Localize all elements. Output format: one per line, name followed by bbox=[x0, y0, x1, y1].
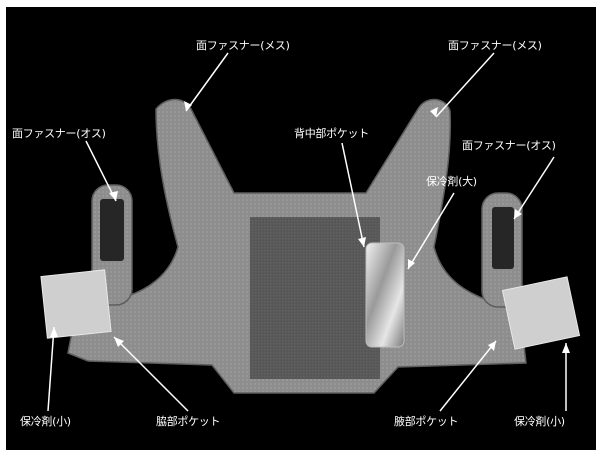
ice-pack-large bbox=[366, 243, 404, 347]
arrow-male-right bbox=[514, 157, 554, 219]
arrow-ice-small-left bbox=[48, 327, 54, 411]
arrow-female-right bbox=[436, 53, 494, 117]
label-back-pocket: 背中部ポケット bbox=[294, 125, 369, 141]
label-ice-pack-small-right: 保冷剤(小) bbox=[514, 413, 565, 429]
label-male-fastener-right: 面ファスナー(オス) bbox=[462, 137, 556, 153]
photo-frame: 面ファスナー(メス) 面ファスナー(メス) 面ファスナー(オス) 面ファスナー(… bbox=[6, 7, 596, 450]
velcro-male-left bbox=[100, 199, 124, 261]
velcro-male-right bbox=[492, 207, 514, 269]
cooling-vest-photo bbox=[6, 7, 596, 450]
label-ice-pack-small-left: 保冷剤(小) bbox=[20, 413, 71, 429]
arrow-female-left bbox=[186, 53, 228, 111]
label-side-pocket-right: 腋部ポケット bbox=[394, 413, 458, 429]
label-female-fastener-left: 面ファスナー(メス) bbox=[196, 37, 290, 53]
label-ice-pack-large: 保冷剤(大) bbox=[426, 173, 477, 189]
ice-pack-small-left bbox=[41, 270, 111, 338]
label-female-fastener-right: 面ファスナー(メス) bbox=[448, 37, 542, 53]
label-male-fastener-left: 面ファスナー(オス) bbox=[12, 125, 106, 141]
label-side-pocket-left: 脇部ポケット bbox=[156, 413, 220, 429]
ice-pack-small-right bbox=[502, 277, 579, 349]
